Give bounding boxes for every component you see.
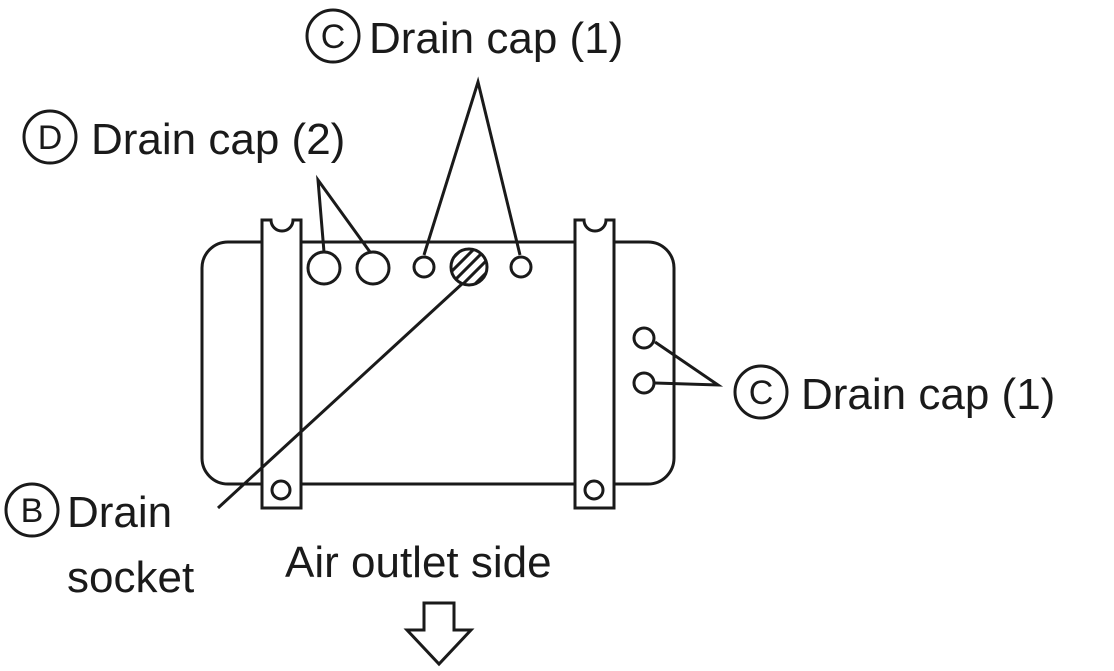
right-mounting-bracket [573,218,616,510]
drain-cap-large-2 [355,250,391,286]
left-mounting-bracket [260,218,303,510]
callout-drain-socket: B Drain socket [4,482,194,602]
badge-circle [305,8,361,64]
badge-circle [4,482,60,538]
leader-drain-socket [216,281,465,510]
callout-label-line2: socket [67,553,194,602]
callout-label: Drain cap (1) [369,14,623,63]
unit-body [200,240,676,486]
drain-cap-large-1 [306,250,342,286]
drain-cap-small-top-1 [412,255,436,279]
badge-letter: D [38,119,63,157]
callout-drain-cap-left: D Drain cap (2) [22,109,345,165]
drain-cap-small-side-1 [632,326,656,350]
callout-drain-cap-right: C Drain cap (1) [733,364,1055,420]
badge-circle [22,109,78,165]
callout-label: Drain cap (2) [91,115,345,164]
hatched-circle-icon [449,247,489,287]
leader-drain-cap-right [654,340,724,387]
drain-cap-small-side-2 [632,371,656,395]
down-arrow-outline-icon [403,601,475,667]
drain-cap-small-top-2 [509,255,533,279]
left-bracket-hole [270,479,292,501]
leader-drain-cap-top [422,76,522,256]
badge-letter: B [21,492,44,530]
badge-circle [733,364,789,420]
callout-label-line1: Drain [67,488,172,537]
callout-label: Drain cap (1) [801,370,1055,419]
right-bracket-hole [583,479,605,501]
air-outlet-label: Air outlet side [285,538,552,587]
leader-drain-cap-left [316,174,372,253]
badge-letter: C [749,374,774,412]
callout-drain-cap-top: C Drain cap (1) [305,8,623,64]
badge-letter: C [321,18,346,56]
